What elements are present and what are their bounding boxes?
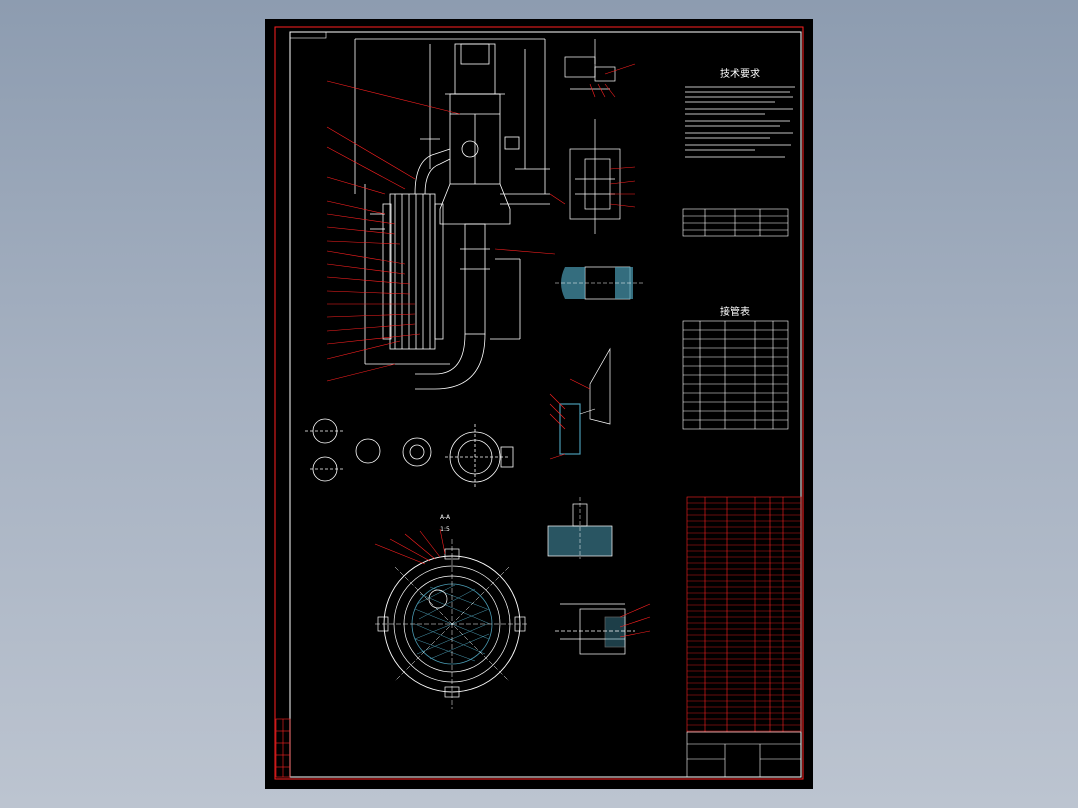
tech-requirements-title: 技术要求 xyxy=(720,67,760,80)
detail-top-flange xyxy=(564,39,621,234)
revision-block xyxy=(275,718,291,778)
section-leaders xyxy=(374,528,446,565)
section-view-plate xyxy=(375,539,529,709)
parts-list xyxy=(686,496,802,733)
tech-requirements-lines xyxy=(685,86,795,158)
section-label: A-A xyxy=(440,514,451,521)
title-block xyxy=(686,731,802,778)
section-scale: 1:5 xyxy=(440,526,450,533)
leader-lines-main xyxy=(326,80,566,382)
code-box xyxy=(289,31,327,39)
nozzle-table-title: 接管表 xyxy=(720,305,750,318)
top-view-circles xyxy=(305,418,514,489)
parameter-table xyxy=(682,208,789,237)
detail-nozzle-flange xyxy=(555,603,635,655)
detail-hatched-support xyxy=(555,266,645,300)
detail-top-leaders xyxy=(589,63,636,208)
detail-sight-glass xyxy=(549,347,611,460)
nozzle-table-grid xyxy=(682,320,789,430)
parts-list-rows xyxy=(687,502,801,732)
drawing-sheet: 技术要求 接管表 A-A 1:5 xyxy=(265,19,813,789)
heat-exchanger xyxy=(364,148,451,365)
detail-nozzle-leaders xyxy=(619,603,651,638)
outer-frame xyxy=(274,26,804,780)
detail-base-plate xyxy=(547,497,613,559)
inner-frame xyxy=(289,31,802,778)
cad-drawing: 技术要求 接管表 A-A 1:5 xyxy=(274,26,804,780)
